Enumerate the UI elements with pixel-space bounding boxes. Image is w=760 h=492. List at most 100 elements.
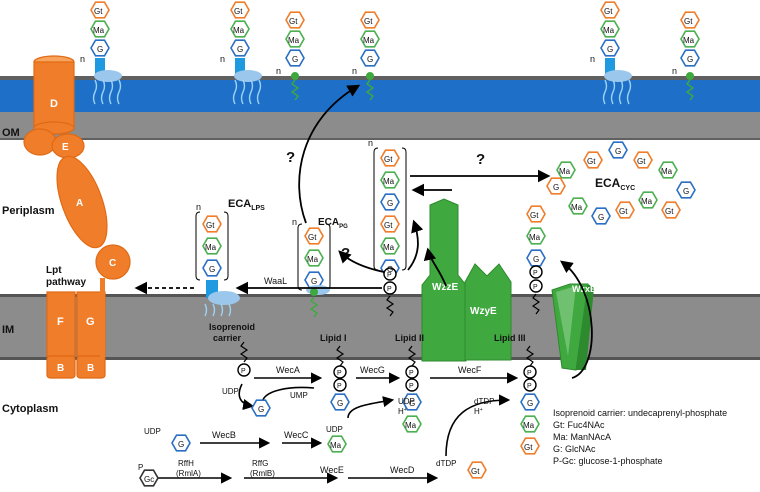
eca-pg-n: n: [292, 217, 297, 227]
eca-lps-g: G: [209, 265, 215, 274]
om1-n: n: [80, 54, 85, 64]
udp-label-3: UDP: [326, 425, 343, 434]
om3-gt: Gt: [289, 17, 298, 26]
l3p-ma: Ma: [529, 233, 541, 242]
l3p-gt: Gt: [530, 211, 539, 220]
eca-lps-gt: Gt: [206, 221, 215, 230]
om5-n: n: [590, 54, 595, 64]
poly-g1: G: [387, 199, 393, 208]
lipid-i-label: Lipid I: [320, 333, 347, 343]
cytoplasm-arrows: [158, 372, 519, 484]
wecc-label: WecC: [284, 430, 309, 440]
lpt-pathway-label-2: pathway: [46, 277, 86, 288]
legend-item-3: G: GlcNAc: [553, 444, 596, 454]
p-gc-label: Gc: [144, 475, 154, 484]
wzxe-label: WzxE: [572, 284, 596, 294]
outer-membrane: [0, 76, 760, 140]
om1-ma: Ma: [93, 26, 105, 35]
eca-lps-label: ECALPS: [228, 198, 265, 212]
rffg-label: RffG: [252, 459, 268, 468]
wecf-label: WecF: [458, 365, 482, 375]
om3-ma: Ma: [288, 36, 300, 45]
om1-g: G: [97, 45, 103, 54]
question-mark-1: ?: [286, 149, 295, 166]
lpt-b2-label: B: [87, 363, 94, 374]
lpt-c-label: C: [109, 258, 116, 269]
om1-gt: Gt: [94, 7, 103, 16]
wecb-label: WecB: [212, 430, 236, 440]
poly-p2: P: [387, 286, 392, 293]
ump-label: UMP: [290, 391, 308, 400]
poly-ma1: Ma: [383, 177, 395, 186]
cyc-ma1: Ma: [559, 167, 571, 176]
inner-membrane: [0, 294, 760, 360]
lipid-iii-unit: [520, 365, 540, 455]
eca-lps-n: n: [196, 202, 201, 212]
wzye-label: WzyE: [470, 306, 497, 317]
cytoplasm-label: Cytoplasm: [2, 403, 58, 415]
l3p-g: G: [533, 255, 539, 264]
isoprenoid-carrier-label-1: Isoprenoid: [209, 322, 255, 332]
wzze-label: WzzE: [432, 282, 458, 293]
wece-label: WecE: [320, 465, 344, 475]
om3-g: G: [292, 55, 298, 64]
p-gc-p: P: [138, 463, 143, 472]
l3-ma: Ma: [523, 421, 535, 430]
periplasm-label: Periplasm: [2, 205, 55, 217]
legend-item-0: Isoprenoid carrier: undecaprenyl-phospha…: [553, 408, 727, 418]
l1-p1: P: [337, 370, 342, 377]
om2-gt: Gt: [234, 7, 243, 16]
isoprenoid-carrier-label-2: carrier: [213, 333, 242, 343]
eca-pg-g: G: [311, 277, 317, 286]
om6-ma: Ma: [683, 36, 695, 45]
l3p-p1: P: [533, 270, 538, 277]
l3-gt: Gt: [524, 443, 533, 452]
l3-p1: P: [527, 370, 532, 377]
weca-label: WecA: [276, 365, 300, 375]
poly-p1: P: [387, 272, 392, 279]
poly-g2: G: [387, 265, 393, 274]
lpt-machinery: [23, 55, 131, 379]
om-eca-chains: Gt Ma G n Gt Ma G n Gt Ma G n Gt Ma: [80, 1, 700, 105]
wecg-label: WecG: [360, 365, 385, 375]
carrier-p: P: [241, 368, 246, 375]
cyc-gt2: Gt: [637, 157, 646, 166]
im-label: IM: [2, 324, 14, 336]
om4-n: n: [352, 66, 357, 76]
om6-gt: Gt: [684, 17, 693, 26]
eca-pg-ma: Ma: [307, 255, 319, 264]
h-label-1: H+: [398, 407, 407, 416]
lpt-b1-label: B: [57, 363, 64, 374]
eca-pg-gt: Gt: [308, 233, 317, 242]
om4-ma: Ma: [363, 36, 375, 45]
cyc-g1: G: [615, 147, 621, 156]
wzxe-protein: [551, 283, 594, 371]
om3-n: n: [276, 66, 281, 76]
cyc-gt1: Gt: [587, 157, 596, 166]
legend-item-1: Gt: Fuc4NAc: [553, 420, 605, 430]
legend: Isoprenoid carrier: undecaprenyl-phospha…: [553, 408, 727, 466]
wzye-protein: [464, 263, 512, 361]
l2-ma: Ma: [405, 421, 417, 430]
lpt-f-label: F: [57, 316, 64, 328]
cyc-ma2: Ma: [661, 167, 673, 176]
dtdp-label-2: dTDP: [436, 459, 456, 468]
lpt-a-label: A: [76, 198, 83, 209]
udp-label-1: UDP: [222, 387, 239, 396]
legend-item-4: P-Gc: glucose-1-phosphate: [553, 456, 663, 466]
waal-label: WaaL: [264, 276, 287, 286]
transport-arrows: [134, 84, 593, 379]
om2-n: n: [220, 54, 225, 64]
cyc-ma4: Ma: [571, 203, 583, 212]
poly-gt2: Gt: [384, 221, 393, 230]
rmlb-label: (RmlB): [250, 469, 275, 478]
cyc-g2: G: [683, 187, 689, 196]
cyc-gt4: Gt: [619, 207, 628, 216]
lpt-d-label: D: [50, 98, 58, 110]
rffh-label: RffH: [178, 459, 194, 468]
l1-g: G: [337, 399, 343, 408]
om6-g: G: [687, 55, 693, 64]
udp-g-2: G: [178, 440, 184, 449]
cyc-gt3: Gt: [665, 207, 674, 216]
l2-p1: P: [409, 370, 414, 377]
